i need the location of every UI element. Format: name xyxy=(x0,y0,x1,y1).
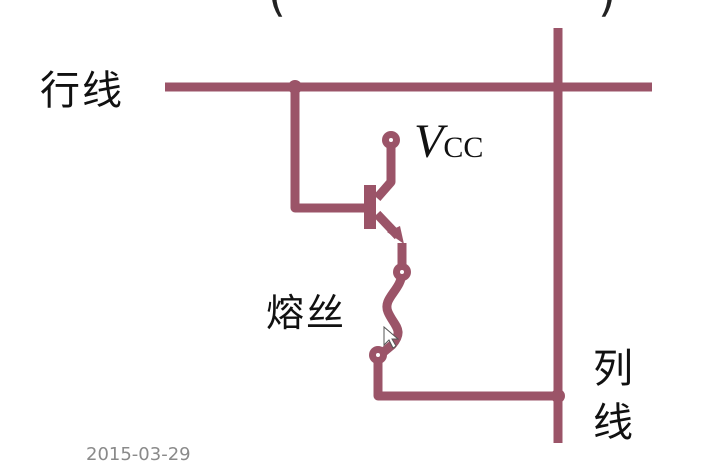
column-line-label: 列线 xyxy=(593,346,633,446)
base-wire xyxy=(290,87,370,213)
vcc-label: VCC xyxy=(414,114,483,169)
footer-date: 2015-03-29 xyxy=(86,444,191,465)
transistor-base-bar xyxy=(364,185,376,229)
emitter-arrow-icon xyxy=(387,226,404,244)
column-connection-wire xyxy=(373,356,558,401)
vcc-main: V xyxy=(414,115,444,168)
row-line-label: 行线 xyxy=(40,68,124,114)
title-close-paren: ) xyxy=(598,0,616,22)
title-open-paren: ( xyxy=(268,0,286,22)
fuse-label: 熔丝 xyxy=(266,291,347,335)
mouse-cursor-icon xyxy=(383,325,400,349)
vcc-subscript: CC xyxy=(443,131,484,164)
junction-dot xyxy=(551,389,565,403)
junction-dot xyxy=(288,80,302,94)
collector-wire xyxy=(373,140,396,201)
